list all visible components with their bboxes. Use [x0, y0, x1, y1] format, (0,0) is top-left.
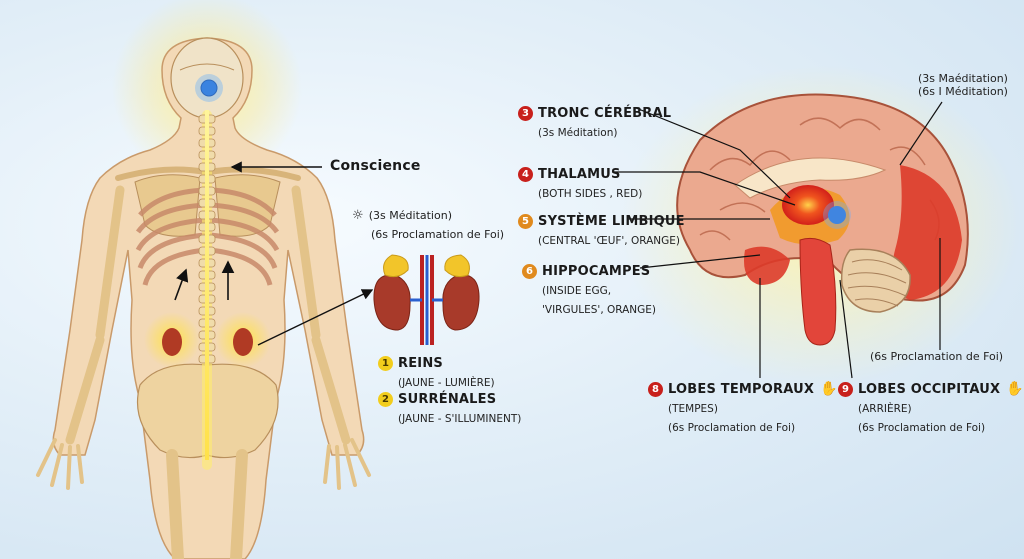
badge-8: 8	[648, 382, 663, 397]
brain-right-note: (6s Proclamation de Foi)	[870, 350, 1004, 363]
brain-figure	[620, 65, 1020, 385]
brain-top-note: (3s Maéditation) (6s I Méditation)	[918, 72, 1008, 98]
badge-2: 2	[378, 392, 393, 407]
label-hippocampes-sub1: (INSIDE EGG,	[542, 285, 612, 297]
label-hippocampes: 6 HIPPOCAMPES (INSIDE EGG, 'VIRGULES', OR…	[522, 260, 656, 317]
badge-4: 4	[518, 167, 533, 182]
spine-note-line2: (6s Proclamation de Foi)	[371, 228, 505, 241]
label-reins-sub: (JAUNE - LUMIÈRE)	[398, 377, 495, 389]
label-tronc-title: TRONC CÉRÉBRAL	[538, 106, 672, 121]
badge-3: 3	[518, 106, 533, 121]
label-temporaux-sub1: (TEMPES)	[668, 403, 718, 415]
label-hippocampes-sub2: 'VIRGULES', ORANGE)	[542, 304, 657, 316]
badge-9: 9	[838, 382, 853, 397]
lightbulb-icon: ☼	[352, 208, 364, 223]
spine-note-line1: (3s Méditation)	[368, 209, 452, 222]
label-systeme-limbique: 5 SYSTÈME LIMBIQUE (CENTRAL 'ŒUF', ORANGE…	[518, 210, 685, 248]
label-occipitaux-sub1: (ARRIÈRE)	[858, 403, 912, 415]
label-occipitaux-sub2: (6s Proclamation de Foi)	[858, 422, 986, 434]
label-temporaux-sub2: (6s Proclamation de Foi)	[668, 422, 796, 434]
conscience-label: Conscience	[330, 158, 421, 174]
spine-note: ☼ (3s Méditation) (6s Proclamation de Fo…	[352, 204, 504, 242]
label-surrenales-title: SURRÉNALES	[398, 392, 497, 407]
brain-top-note-line2: (6s I Méditation)	[918, 85, 1008, 98]
label-limbique-sub: (CENTRAL 'ŒUF', ORANGE)	[538, 235, 681, 247]
label-limbique-title: SYSTÈME LIMBIQUE	[538, 214, 685, 229]
badge-1: 1	[378, 356, 393, 371]
label-hippocampes-title: HIPPOCAMPES	[542, 264, 651, 279]
label-surrenales-sub: (JAUNE - S'ILLUMINENT)	[398, 413, 522, 425]
label-tronc-sub: (3s Méditation)	[538, 127, 618, 139]
raised-hand-icon: ✋	[1006, 381, 1024, 397]
raised-hand-icon: ✋	[820, 381, 838, 397]
brain-top-note-line1: (3s Maéditation)	[918, 72, 1008, 85]
badge-5: 5	[518, 214, 533, 229]
label-thalamus: 4 THALAMUS (BOTH SIDES , RED)	[518, 163, 642, 201]
label-tronc-cerebral: 3 TRONC CÉRÉBRAL (3s Méditation)	[518, 102, 671, 140]
label-surrenales: 2 SURRÉNALES (JAUNE - S'ILLUMINENT)	[378, 388, 521, 426]
label-reins-title: REINS	[398, 356, 443, 371]
label-temporaux-title: LOBES TEMPORAUX	[668, 382, 815, 397]
label-thalamus-sub: (BOTH SIDES , RED)	[538, 188, 643, 200]
kidney-detail	[373, 254, 480, 345]
label-lobes-temporaux: 8 LOBES TEMPORAUX ✋ (TEMPES) (6s Proclamat…	[648, 378, 838, 435]
label-occipitaux-title: LOBES OCCIPITAUX	[858, 382, 1001, 397]
label-lobes-occipitaux: 9 LOBES OCCIPITAUX ✋ (ARRIÈRE) (6s Proclam…	[838, 378, 1024, 435]
label-reins: 1 REINS (JAUNE - LUMIÈRE)	[378, 352, 495, 390]
badge-6: 6	[522, 264, 537, 279]
body-figure	[36, 0, 371, 559]
label-thalamus-title: THALAMUS	[538, 167, 621, 182]
